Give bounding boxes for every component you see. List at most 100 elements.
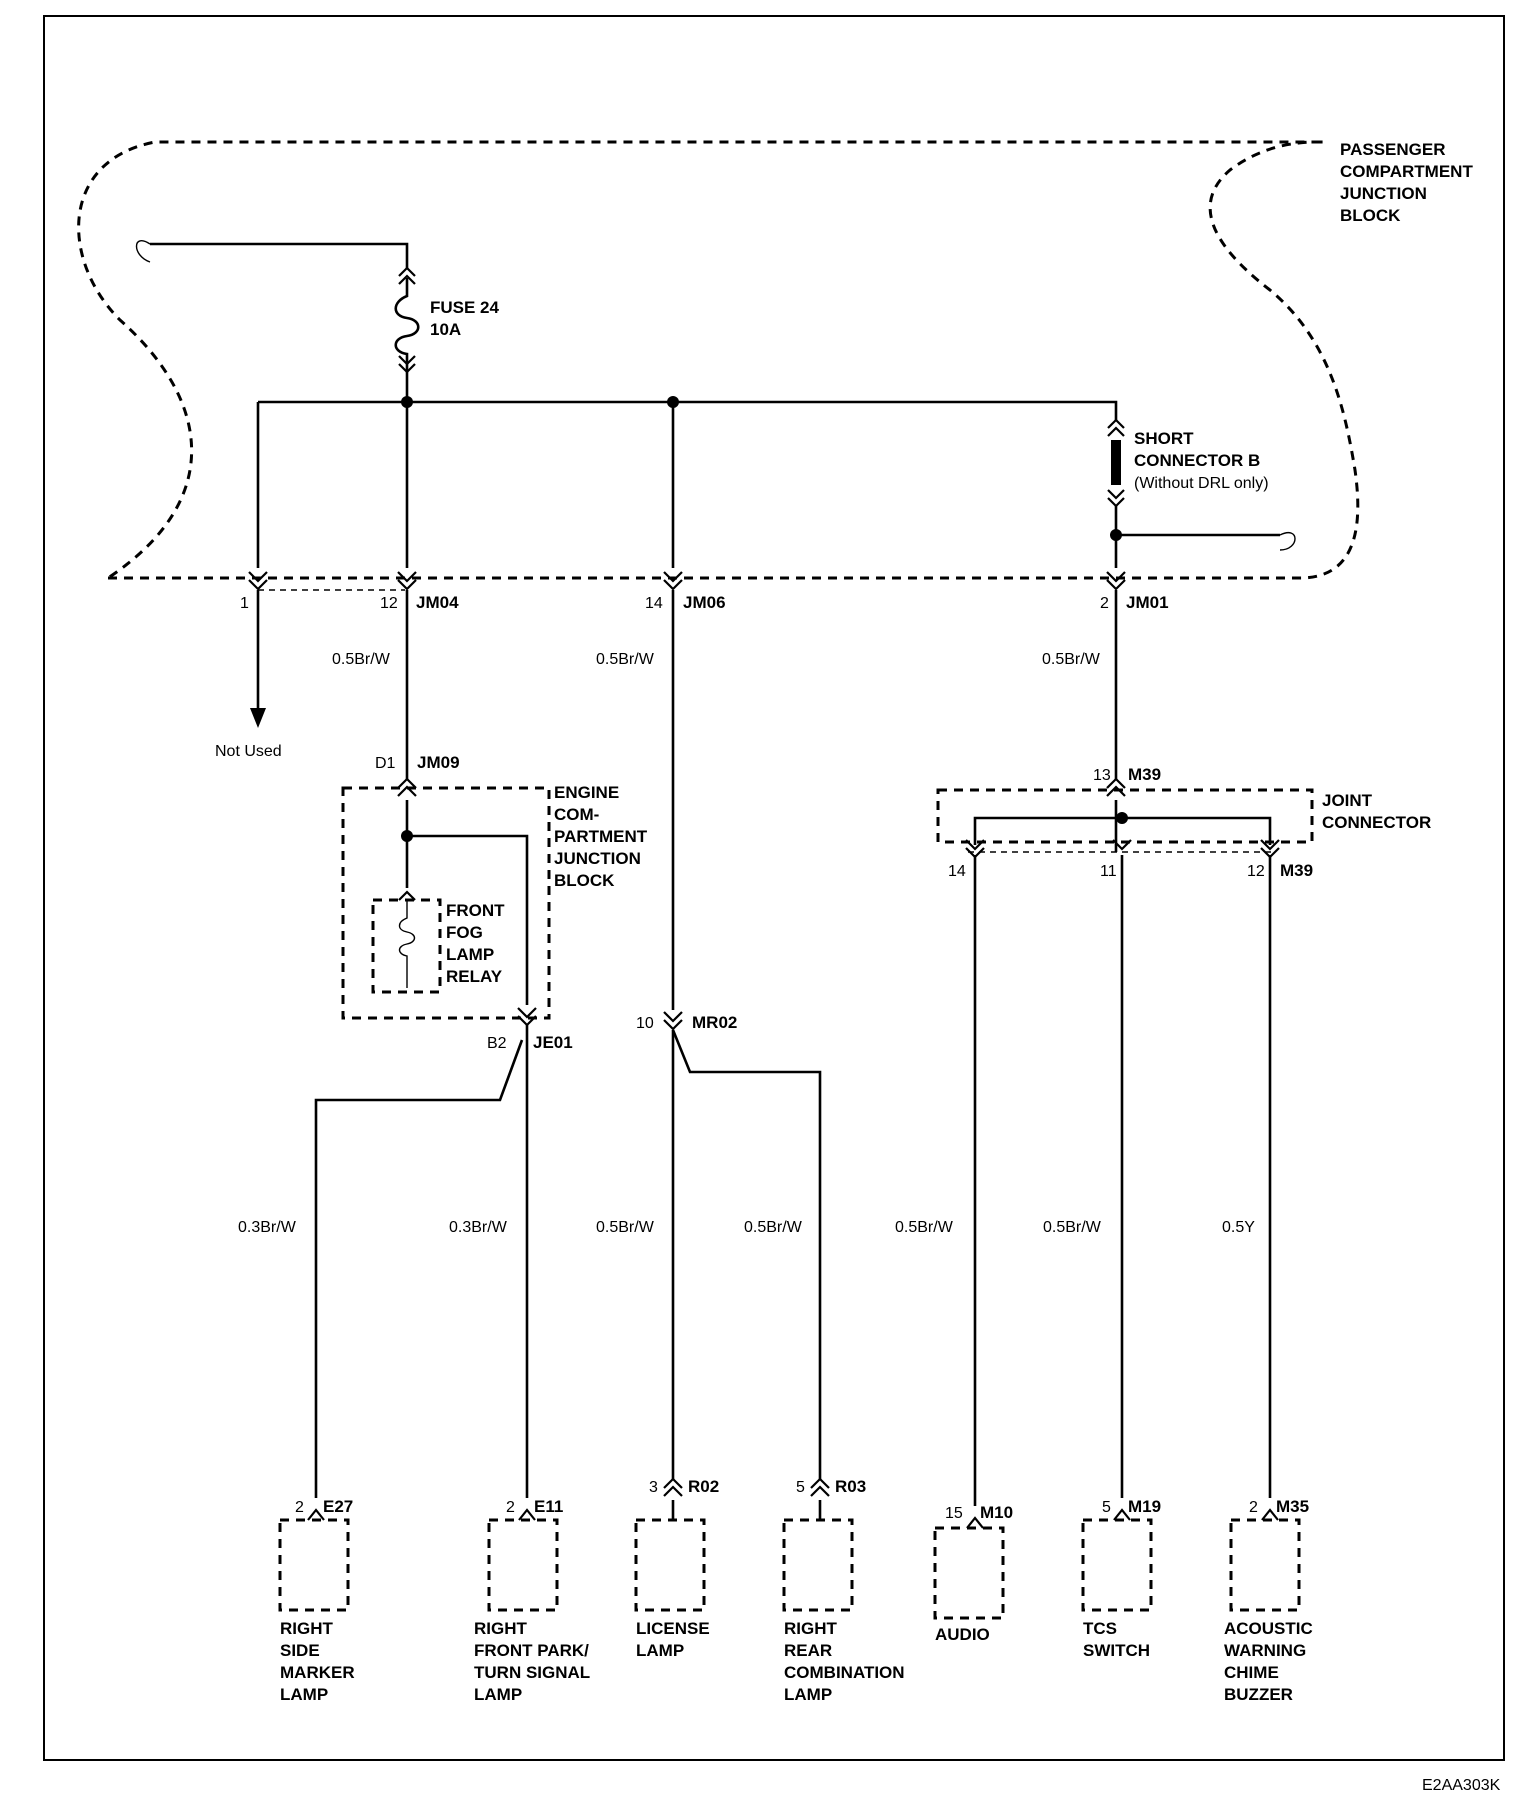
buzzer-name-2: WARNING (1224, 1641, 1306, 1660)
buzzer-name-3: CHIME (1224, 1663, 1279, 1682)
rear-combo-name-1: RIGHT (784, 1619, 838, 1638)
e11-id: E11 (534, 1497, 563, 1516)
wire-label-jm01: 0.5Br/W (1042, 651, 1101, 668)
buzzer-name-4: BUZZER (1224, 1685, 1293, 1704)
audio-name: AUDIO (935, 1625, 990, 1644)
right-front-park-lamp-box (487, 1518, 559, 1612)
engine-label-2: COM- (554, 805, 599, 824)
fuse-rating: 10A (430, 320, 461, 339)
m39-out-id: M39 (1280, 861, 1313, 880)
passenger-label-3: JUNCTION (1340, 184, 1427, 203)
e27-id: E27 (323, 1497, 353, 1516)
engine-junction-block-outline (341, 786, 551, 1020)
r02-id: R02 (688, 1477, 719, 1496)
jm06-id: JM06 (683, 593, 726, 612)
rear-combo-name: RIGHT REAR COMBINATION LAMP (784, 1619, 905, 1704)
mr02-id: MR02 (692, 1013, 737, 1032)
rear-combo-name-4: LAMP (784, 1685, 832, 1704)
e27-pin: 2 (295, 1499, 304, 1516)
tcs-name-2: SWITCH (1083, 1641, 1150, 1660)
acoustic-warning-chime-buzzer-box (1229, 1518, 1301, 1612)
jm01-pin: 2 (1100, 595, 1109, 612)
m39-pin-11: 11 (1100, 863, 1117, 880)
r03-pin: 5 (796, 1479, 805, 1496)
passenger-label-2: COMPARTMENT (1340, 162, 1473, 181)
relay-label: FRONT FOG LAMP RELAY (446, 901, 505, 986)
wire-label-audio: 0.5Br/W (895, 1219, 954, 1236)
license-name-2: LAMP (636, 1641, 684, 1660)
relay-label-2: FOG (446, 923, 483, 942)
r02-pin: 3 (649, 1479, 658, 1496)
m35-id: M35 (1276, 1497, 1309, 1516)
not-used-label: Not Used (215, 743, 282, 760)
wire-label-front-park: 0.3Br/W (449, 1219, 508, 1236)
relay-label-1: FRONT (446, 901, 505, 920)
wire-label-license: 0.5Br/W (596, 1219, 655, 1236)
joint-connector-outline (936, 788, 1314, 844)
jm09-pin: D1 (375, 755, 396, 772)
passenger-junction-block-outline (77, 140, 1360, 580)
right-side-marker-lamp-box (278, 1518, 350, 1612)
m35-pin: 2 (1249, 1499, 1258, 1516)
e11-pin: 2 (506, 1499, 515, 1516)
side-marker-name-2: SIDE (280, 1641, 320, 1660)
wire-label-rear-combo: 0.5Br/W (744, 1219, 803, 1236)
wire-label-jm06: 0.5Br/W (596, 651, 655, 668)
m39-pin-14: 14 (948, 863, 966, 880)
diagram-frame (43, 15, 1505, 1761)
junction-dots (401, 396, 1128, 842)
side-marker-name-4: LAMP (280, 1685, 328, 1704)
wire-label-side-marker: 0.3Br/W (238, 1219, 297, 1236)
engine-block-label: ENGINE COM- PARTMENT JUNCTION BLOCK (554, 783, 648, 890)
front-park-name: RIGHT FRONT PARK/ TURN SIGNAL LAMP (474, 1619, 590, 1704)
m39-in-id: M39 (1128, 765, 1161, 784)
wire-label-buzzer: 0.5Y (1222, 1219, 1255, 1236)
m10-pin: 15 (945, 1505, 963, 1522)
buzzer-name: ACOUSTIC WARNING CHIME BUZZER (1224, 1619, 1313, 1704)
side-marker-name-1: RIGHT (280, 1619, 334, 1638)
je01-pin: B2 (487, 1035, 507, 1052)
m19-id: M19 (1128, 1497, 1161, 1516)
right-rear-combination-lamp-box (782, 1518, 854, 1612)
passenger-label-4: BLOCK (1340, 206, 1401, 225)
passenger-block-label: PASSENGER COMPARTMENT JUNCTION BLOCK (1340, 140, 1473, 225)
side-marker-name-3: MARKER (280, 1663, 355, 1682)
relay-label-4: RELAY (446, 967, 503, 986)
tcs-switch-box (1081, 1518, 1153, 1612)
jm04-pin: 12 (380, 595, 398, 612)
short-connector-note: (Without DRL only) (1134, 475, 1269, 492)
wires (135, 240, 1296, 1520)
engine-label-1: ENGINE (554, 783, 619, 802)
wire-label-tcs: 0.5Br/W (1043, 1219, 1102, 1236)
front-park-name-3: TURN SIGNAL (474, 1663, 590, 1682)
front-park-name-4: LAMP (474, 1685, 522, 1704)
mr02-pin: 10 (636, 1015, 654, 1032)
connector-chevrons (248, 266, 1280, 1529)
tcs-name-1: TCS (1083, 1619, 1117, 1638)
m39-pin-12: 12 (1247, 863, 1265, 880)
joint-connector-label-2: CONNECTOR (1322, 813, 1431, 832)
audio-box (933, 1526, 1005, 1620)
fuse-name: FUSE 24 (430, 298, 500, 317)
engine-label-3: PARTMENT (554, 827, 648, 846)
side-marker-name: RIGHT SIDE MARKER LAMP (280, 1619, 355, 1704)
jm01-id: JM01 (1126, 593, 1169, 612)
engine-label-5: BLOCK (554, 871, 615, 890)
front-park-name-2: FRONT PARK/ (474, 1641, 589, 1660)
license-lamp-box (634, 1518, 706, 1612)
m10-id: M10 (980, 1503, 1013, 1522)
passenger-label-1: PASSENGER (1340, 140, 1446, 159)
short-connector-label-1: SHORT (1134, 429, 1194, 448)
front-park-name-1: RIGHT (474, 1619, 528, 1638)
license-name-1: LICENSE (636, 1619, 710, 1638)
m19-pin: 5 (1102, 1499, 1111, 1516)
je01-id: JE01 (533, 1033, 573, 1052)
rear-combo-name-2: REAR (784, 1641, 832, 1660)
license-name: LICENSE LAMP (636, 1619, 710, 1660)
jm09-id: JM09 (417, 753, 460, 772)
diagram-code: E2AA303K (1422, 1777, 1501, 1794)
wire-label-jm04: 0.5Br/W (332, 651, 391, 668)
short-connector-label-2: CONNECTOR B (1134, 451, 1260, 470)
joint-connector-label-1: JOINT (1322, 791, 1373, 810)
